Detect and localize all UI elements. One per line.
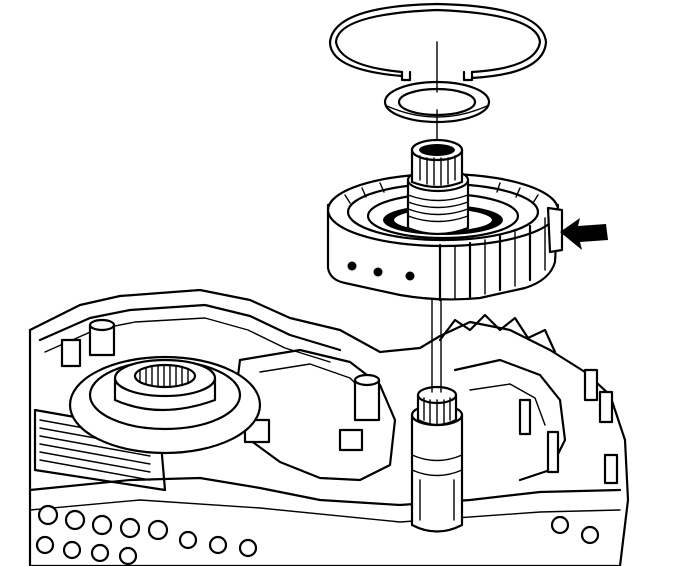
input-splines [419,155,456,186]
output-shaft [410,385,464,533]
shaft-splines [423,397,451,425]
gear-teeth [139,365,189,387]
hub-rings [407,194,469,223]
clutch-housing-icon [326,138,564,302]
case-gear-bearing [68,355,262,455]
arrow-left-icon [560,218,608,250]
case-bosses [35,504,600,566]
rim-ribs [344,182,539,204]
snap-ring-icon [328,2,548,82]
washer-icon [383,80,491,124]
housing-flutes [438,217,546,302]
